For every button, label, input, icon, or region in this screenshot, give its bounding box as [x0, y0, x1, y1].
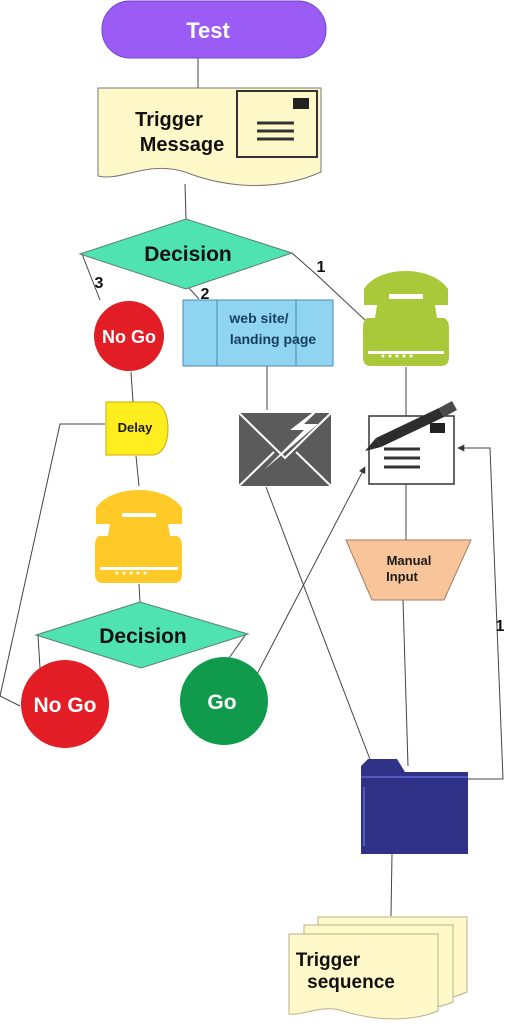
- connector-folder-return[interactable]: [457, 444, 504, 780]
- trigger-message-line-1: Trigger: [135, 109, 203, 131]
- edge-label-1-return: 1: [496, 618, 505, 635]
- no-go-bottom-label: No Go: [34, 694, 97, 717]
- trigger-sequence-line-2: sequence: [307, 972, 395, 993]
- trigger-message-node[interactable]: Trigger Message: [97, 87, 322, 186]
- delay-label: Delay: [118, 420, 153, 435]
- edge-label-1-top: 1: [317, 259, 326, 276]
- trigger-sequence-line-1: Trigger: [296, 950, 361, 971]
- edge-label-2: 2: [201, 286, 210, 303]
- phone-mid-icon: [95, 490, 182, 583]
- email-lightning-icon: [238, 400, 332, 487]
- connector-delay-loop: [0, 423, 105, 707]
- envelope-icon: [236, 90, 318, 158]
- connectors: [0, 58, 504, 917]
- delay-node[interactable]: Delay: [105, 401, 169, 456]
- connector-email-to-folder: [265, 486, 372, 763]
- website-line-1: web site/: [228, 310, 288, 326]
- connector-decision-to-nogo: [37, 635, 41, 669]
- trigger-sequence-node[interactable]: Trigger sequence: [288, 916, 468, 1020]
- connector-trigger-to-decision: [184, 183, 187, 220]
- website-node[interactable]: web site/ landing page: [182, 299, 334, 367]
- edge-label-3: 3: [95, 275, 104, 292]
- start-node-label: Test: [186, 18, 230, 43]
- no-go-top-node[interactable]: No Go: [94, 301, 164, 371]
- decision-top-node[interactable]: Decision: [78, 218, 294, 290]
- no-go-top-label: No Go: [102, 327, 156, 347]
- connector-decision-to-nogo-3: [81, 253, 101, 301]
- connector-delay-to-phone: [135, 455, 140, 487]
- go-node[interactable]: Go: [180, 657, 268, 745]
- decision-bottom-node[interactable]: Decision: [34, 601, 250, 669]
- manual-input-node[interactable]: Manual Input: [345, 539, 472, 601]
- decision-top-label: Decision: [144, 243, 232, 266]
- connector-manual-to-folder: [402, 599, 409, 767]
- start-node[interactable]: Test: [101, 0, 327, 59]
- connector-nogo-to-delay: [130, 371, 134, 403]
- connector-decision-to-website-2: [187, 286, 200, 300]
- connector-decision-to-phone-1: [291, 252, 366, 321]
- connector-phone-to-decision: [138, 583, 141, 603]
- manual-input-line-1: Manual: [387, 553, 432, 568]
- trigger-message-line-2: Message: [140, 134, 225, 156]
- no-go-bottom-node[interactable]: No Go: [21, 660, 109, 748]
- letter-pen-icon: [365, 401, 457, 485]
- folder-icon: [361, 759, 468, 854]
- manual-input-line-2: Input: [386, 569, 418, 584]
- decision-bottom-label: Decision: [99, 625, 187, 648]
- go-label: Go: [207, 691, 236, 714]
- phone-top-icon: [363, 271, 449, 366]
- connector-folder-to-sequence: [390, 853, 393, 917]
- connector-go-to-letter[interactable]: [255, 466, 366, 677]
- website-line-2: landing page: [230, 331, 317, 347]
